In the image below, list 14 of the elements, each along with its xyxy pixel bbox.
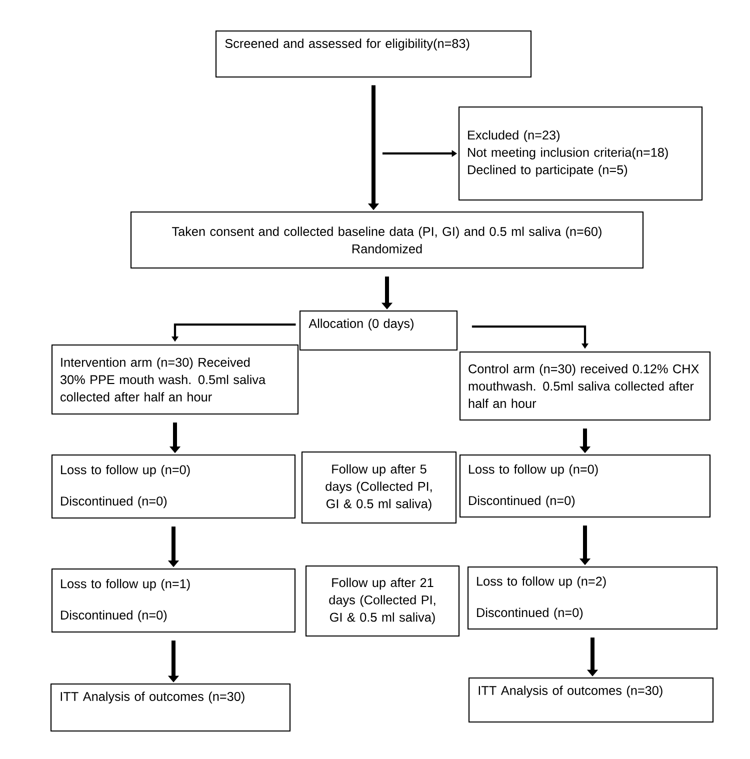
process-box: Follow up after 5 days (Collected PI, GI & 0.5 ml saliva) [301,451,457,524]
process-box: Allocation (0 days) [299,310,458,351]
process-box: Follow up after 21 days (Collected PI, GI & 0.5 ml saliva) [305,565,460,637]
process-box: Taken consent and collected baseline data (PI, GI) and 0.5 ml saliva (n=60) Randomized [130,211,644,269]
process-box: Excluded (n=23) Not meeting inclusion criteria(n=18) Declined to participate (n=5) [458,106,703,201]
process-box: ITT Analysis of outcomes (n=30) [50,683,291,732]
process-box: Loss to follow up (n=0) Discontinued (n=0) [51,454,296,519]
process-box: Control arm (n=30) received 0.12% CHX mouthwash. 0.5ml saliva collected after half an hour [459,351,711,421]
process-box: Loss to follow up (n=0) Discontinued (n=0) [459,454,711,518]
process-box: Loss to follow up (n=2) Discontinued (n=0) [467,566,718,630]
process-box: ITT Analysis of outcomes (n=30) [468,677,714,723]
process-box: Loss to follow up (n=1) Discontinued (n=0) [51,568,296,633]
process-box: Intervention arm (n=30) Received 30% PPE mouth wash. 0.5ml saliva collected after half an hour [51,344,299,415]
process-box: Screened and assessed for eligibility(n=83) [215,30,532,78]
